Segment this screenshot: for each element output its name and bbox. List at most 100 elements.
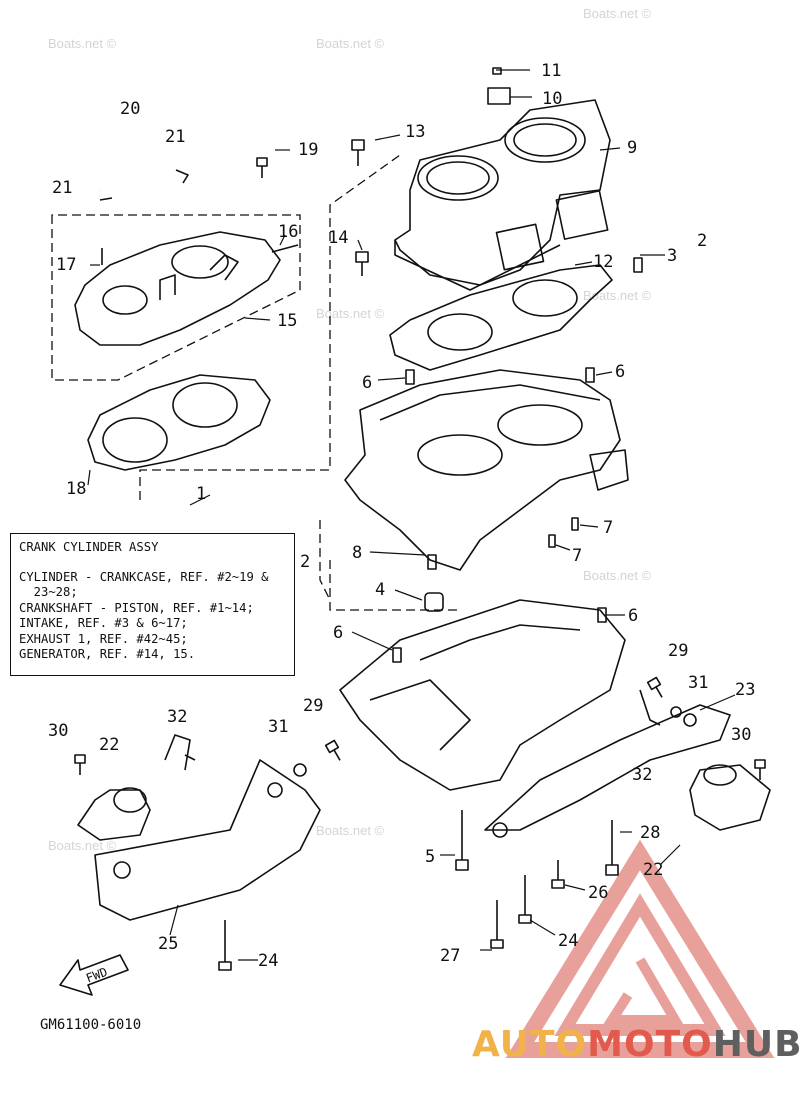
legend-title: CRANK CYLINDER ASSY (19, 540, 159, 554)
fwd-label: FWD (84, 965, 109, 986)
callout-label: 32 (632, 765, 652, 785)
watermark: Boats.net © (48, 838, 117, 853)
bolt (754, 759, 766, 780)
callout-label: 24 (558, 931, 578, 951)
bolt (256, 157, 268, 178)
bolt-16 (271, 244, 299, 253)
callout-label: 11 (541, 61, 561, 81)
callout-label: 29 (303, 696, 323, 716)
brand-part-auto: AUTO (472, 1024, 588, 1065)
pin-7 (571, 517, 579, 531)
watermark: Boats.net © (316, 306, 385, 321)
callout-label: 16 (278, 222, 298, 242)
callout-label: 30 (48, 721, 68, 741)
callout-label: 13 (405, 122, 425, 142)
bolt (324, 739, 341, 761)
callout-label: 23 (735, 680, 755, 700)
head-gasket (87, 374, 271, 471)
callout-label: 21 (52, 178, 72, 198)
logo-triangle-icon (505, 839, 775, 1058)
callout-label: 28 (640, 823, 660, 843)
callout-label: 15 (277, 311, 297, 331)
callout-label: 6 (362, 373, 372, 393)
callout-label: 6 (333, 623, 343, 643)
bolt (490, 900, 504, 949)
legend-line: INTAKE, REF. #3 & 6~17; (19, 616, 188, 630)
callout-label: 31 (688, 673, 708, 693)
callout-label: 9 (627, 138, 637, 158)
pin-8 (427, 554, 437, 570)
brand-part-hub: HUB (712, 1024, 800, 1065)
callout-label: 19 (298, 140, 318, 160)
bolt (455, 810, 469, 871)
callout-label: 22 (99, 735, 119, 755)
legend-line: EXHAUST 1, REF. #42~45; (19, 631, 188, 646)
callout-label: 24 (258, 951, 278, 971)
callout-label: 31 (268, 717, 288, 737)
callout-label: 2 (697, 231, 707, 251)
callout-label: 22 (643, 860, 663, 880)
callout-label: 2 (300, 552, 310, 572)
callout-label: 25 (158, 934, 178, 954)
legend-box: CRANK CYLINDER ASSY CYLINDER - CRANKCASE… (10, 533, 295, 676)
callout-label: 12 (593, 252, 613, 272)
pin-6 (405, 369, 415, 385)
washer-31 (670, 706, 682, 718)
pin-6 (585, 367, 595, 383)
callout-label: 27 (440, 946, 460, 966)
bolt (74, 754, 86, 775)
bolt (355, 251, 369, 276)
clip-32 (164, 734, 196, 771)
callout-label: 4 (375, 580, 385, 600)
rubber-mount-left (77, 787, 151, 841)
fwd-arrow-icon: FWD (59, 954, 129, 996)
diagram-code: GM61100-6010 (40, 1017, 142, 1033)
legend-line: 23~28; (19, 585, 78, 599)
bracket-10 (487, 87, 511, 105)
bolt (551, 860, 565, 889)
watermark-group: Boats.net © Boats.net © Boats.net © Boat… (48, 6, 652, 853)
clip-21 (99, 197, 113, 201)
cylinder-block (394, 99, 611, 291)
cylinder-head-cover (74, 231, 281, 346)
lower-crankcase (339, 599, 626, 791)
brand-part-moto: MOTO (587, 1024, 713, 1065)
callout-label: 7 (603, 518, 613, 538)
callout-label: 29 (668, 641, 688, 661)
callout-label: 6 (615, 362, 625, 382)
callout-label: 18 (66, 479, 86, 499)
callout-label: 20 (120, 99, 140, 119)
upper-crankcase (344, 369, 629, 571)
callout-label: 21 (165, 127, 185, 147)
fasteners (74, 67, 766, 971)
left-mount-bracket (94, 759, 321, 921)
cylinder-base-gasket (389, 264, 613, 371)
brand-logo: AUTOMOTOHUB (472, 1024, 800, 1065)
pin-7 (548, 534, 556, 548)
bolt (218, 920, 232, 971)
watermark: Boats.net © (48, 36, 117, 51)
bolt (518, 875, 532, 924)
callout-label: 5 (425, 847, 435, 867)
watermark: Boats.net © (583, 568, 652, 583)
callout-label: 17 (56, 255, 76, 275)
callout-label: 6 (628, 606, 638, 626)
callout-label: 10 (542, 89, 562, 109)
callout-label: 26 (588, 883, 608, 903)
callout-label: 30 (731, 725, 751, 745)
rubber-mount-right (689, 764, 771, 831)
clip-21 (175, 169, 189, 184)
bolt (646, 676, 663, 698)
watermark: Boats.net © (316, 823, 385, 838)
dashed-group-lines (51, 154, 460, 611)
callout-label: 1 (196, 484, 206, 504)
legend-line: CYLINDER - CRANKCASE, REF. #2~19 & (19, 569, 269, 584)
legend-line: CRANKSHAFT - PISTON, REF. #1~14; (19, 600, 254, 615)
clip-32 (639, 689, 661, 726)
pin-6 (392, 647, 402, 663)
callout-label: 14 (328, 228, 348, 248)
callout-label: 32 (167, 707, 187, 727)
watermark: Boats.net © (316, 36, 385, 51)
legend-line: GENERATOR, REF. #14, 15. (19, 647, 196, 661)
